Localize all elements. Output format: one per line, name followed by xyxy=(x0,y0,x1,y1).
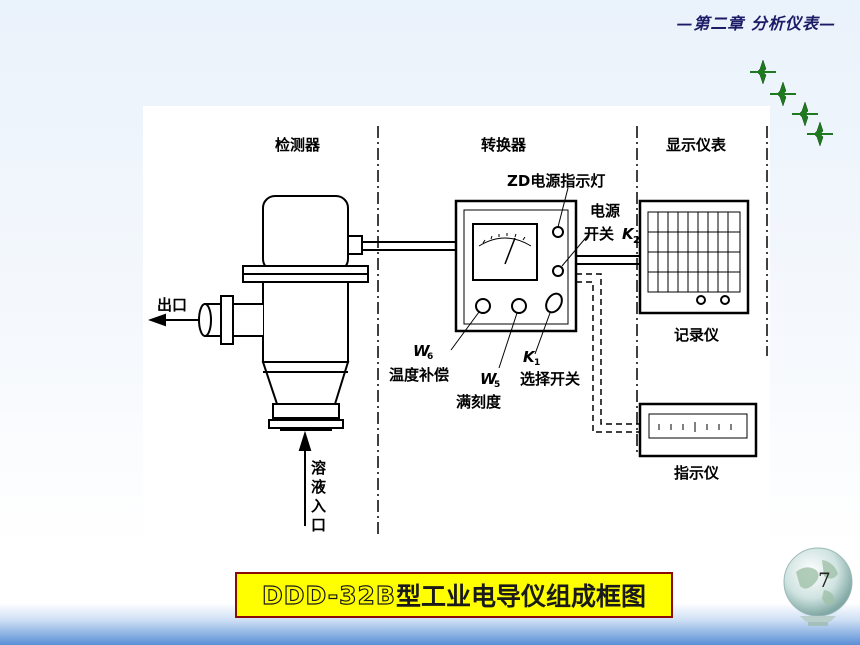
label-w5: W xyxy=(480,370,498,388)
conductivity-meter-diagram: 检测器 转换器 显示仪表 ZD电源指示灯 电源 开关 K 2 出口 W 6 温度… xyxy=(148,126,768,536)
recorder xyxy=(638,199,750,315)
label-inlet-1: 溶 xyxy=(311,459,326,477)
indicator xyxy=(638,402,758,458)
label-outlet: 出口 xyxy=(157,296,187,314)
label-k1: K xyxy=(523,348,536,366)
star-decoration xyxy=(750,60,833,147)
page-number: 7 xyxy=(818,568,831,592)
zd-lamp xyxy=(552,226,564,238)
label-k1-sub: 1 xyxy=(534,358,540,368)
label-full-scale: 满刻度 xyxy=(456,393,502,411)
title-model: DDD-32B xyxy=(261,580,396,610)
label-display: 显示仪表 xyxy=(666,136,727,154)
chapter-header: —第二章 分析仪表— xyxy=(676,14,836,33)
knob-w6 xyxy=(475,298,491,314)
label-selector: 选择开关 xyxy=(520,370,580,388)
label-detector: 检测器 xyxy=(275,136,321,154)
label-w6-sub: 6 xyxy=(427,352,433,362)
label-zd: ZD电源指示灯 xyxy=(507,172,605,190)
label-power-1: 电源 xyxy=(590,202,620,220)
label-k2-sub: 2 xyxy=(633,235,640,246)
selector-k1 xyxy=(545,292,563,314)
diagram-card: 检测器 转换器 显示仪表 ZD电源指示灯 电源 开关 K 2 出口 W 6 温度… xyxy=(143,106,770,544)
label-indicator: 指示仪 xyxy=(674,464,720,482)
title-text: 型工业电导仪组成框图 xyxy=(395,582,646,611)
label-recorder: 记录仪 xyxy=(674,326,720,344)
label-inlet-4: 口 xyxy=(311,516,326,534)
label-converter: 转换器 xyxy=(481,136,527,154)
label-w6: W xyxy=(413,342,431,360)
globe-icon xyxy=(783,547,853,626)
label-inlet-3: 入 xyxy=(311,497,326,515)
power-switch-k2 xyxy=(552,265,564,277)
label-k2: K xyxy=(622,225,635,243)
label-w5-sub: 5 xyxy=(494,380,500,390)
detector xyxy=(148,195,369,526)
label-temp-comp: 温度补偿 xyxy=(389,366,449,384)
label-power-2: 开关 xyxy=(584,225,614,243)
converter xyxy=(454,199,578,333)
label-inlet-2: 液 xyxy=(311,478,327,496)
knob-w5 xyxy=(511,298,527,314)
